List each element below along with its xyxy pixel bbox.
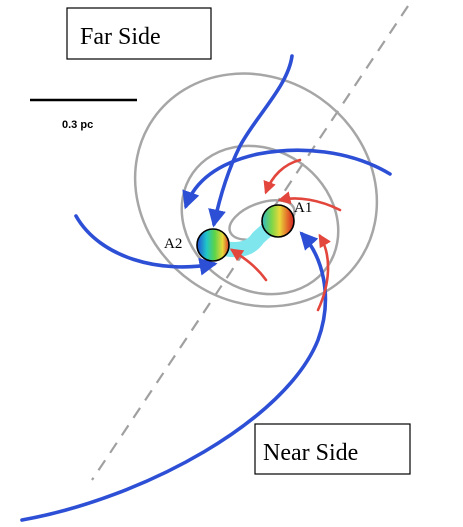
orbit-ellipses [133, 72, 379, 308]
inflow-streams [20, 54, 392, 522]
inflow-stream-top [208, 54, 294, 228]
outflow-stream-center [229, 248, 268, 282]
outflow-stream-inner-right [277, 191, 342, 212]
near-side-box: Near Side [254, 423, 411, 475]
outflow-streams [229, 158, 342, 312]
source-a1-sphere [261, 204, 295, 238]
far-side-box: Far Side [66, 7, 212, 60]
outflow-stream-lower-right [316, 233, 331, 312]
inflow-stream-bottom [20, 231, 328, 522]
scale-bar-label: 0.3 pc [62, 119, 93, 131]
near-side-label: Near Side [263, 440, 358, 466]
source-a2-label: A2 [164, 236, 182, 252]
source-a2-sphere [196, 228, 230, 262]
orbit-ellipse-outer [133, 72, 379, 308]
outflow-stream-arc [263, 158, 302, 195]
orbit-ellipse-middle [180, 144, 340, 296]
far-side-label: Far Side [80, 24, 161, 50]
inflow-stream-left [74, 214, 218, 276]
source-a1-label: A1 [294, 200, 312, 216]
scale-bar: 0.3 pc [30, 98, 137, 131]
far-side-frame [66, 7, 212, 60]
inflow-stream-upper-right [182, 148, 392, 210]
near-side-frame [254, 423, 411, 475]
